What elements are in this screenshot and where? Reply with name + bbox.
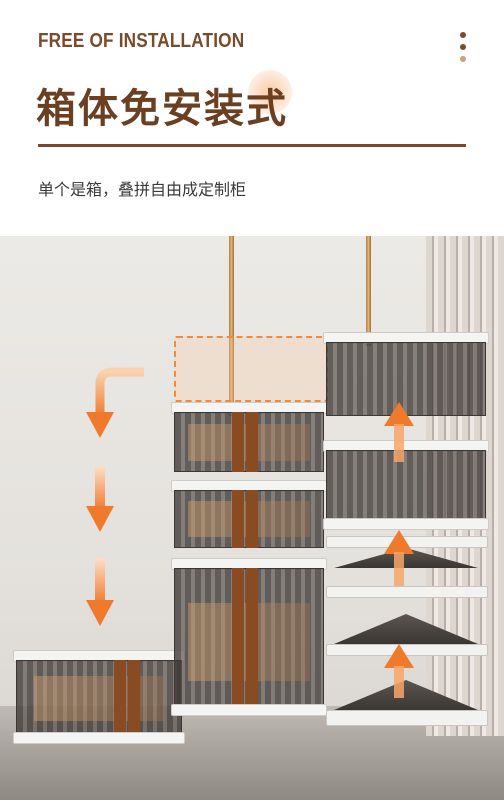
stacked-box-middle <box>171 480 327 550</box>
dot <box>460 44 466 50</box>
single-storage-box <box>13 650 185 744</box>
english-title: FREE OF INSTALLATION <box>38 30 245 52</box>
arrow-down-icon <box>86 466 114 532</box>
more-dots-icon <box>460 32 468 68</box>
box-body <box>16 660 182 734</box>
product-scene <box>0 236 504 800</box>
door-handle <box>232 568 244 706</box>
box-base <box>13 732 185 744</box>
arrow-up-icon <box>384 402 414 462</box>
box-base <box>326 710 488 726</box>
arrow-down-icon <box>86 367 144 438</box>
arrow-up-icon <box>384 530 414 586</box>
door-handle <box>246 568 258 706</box>
divider-line <box>38 144 466 147</box>
door-handle <box>128 660 140 734</box>
arrow-down-icon <box>86 558 114 626</box>
door-handle <box>114 660 126 734</box>
placement-outline <box>174 336 328 402</box>
title-glow <box>248 70 292 114</box>
door-handle <box>232 490 244 548</box>
support-rod <box>366 236 371 346</box>
dot <box>460 32 466 38</box>
box-contents <box>34 675 164 721</box>
stacked-box-top <box>171 402 327 474</box>
stacked-box-bottom <box>171 558 327 716</box>
unfolded-box-top <box>323 332 489 418</box>
door-handle <box>246 490 258 548</box>
box-base <box>171 704 327 716</box>
support-rod <box>229 236 234 416</box>
arrow-up-icon <box>384 644 414 698</box>
box-panel <box>326 586 488 598</box>
box-body <box>326 450 486 520</box>
box-panel <box>326 644 488 656</box>
door-handle <box>232 412 244 472</box>
header-band: FREE OF INSTALLATION 箱体免安装式 单个是箱，叠拼自由成定制… <box>0 0 504 236</box>
chinese-title: 箱体免安装式 <box>36 86 288 132</box>
unfolded-box-second <box>323 440 489 530</box>
dot <box>460 56 466 62</box>
box-body <box>326 342 486 416</box>
box-base <box>323 518 489 530</box>
subtitle: 单个是箱，叠拼自由成定制柜 <box>38 180 247 199</box>
door-handle <box>246 412 258 472</box>
